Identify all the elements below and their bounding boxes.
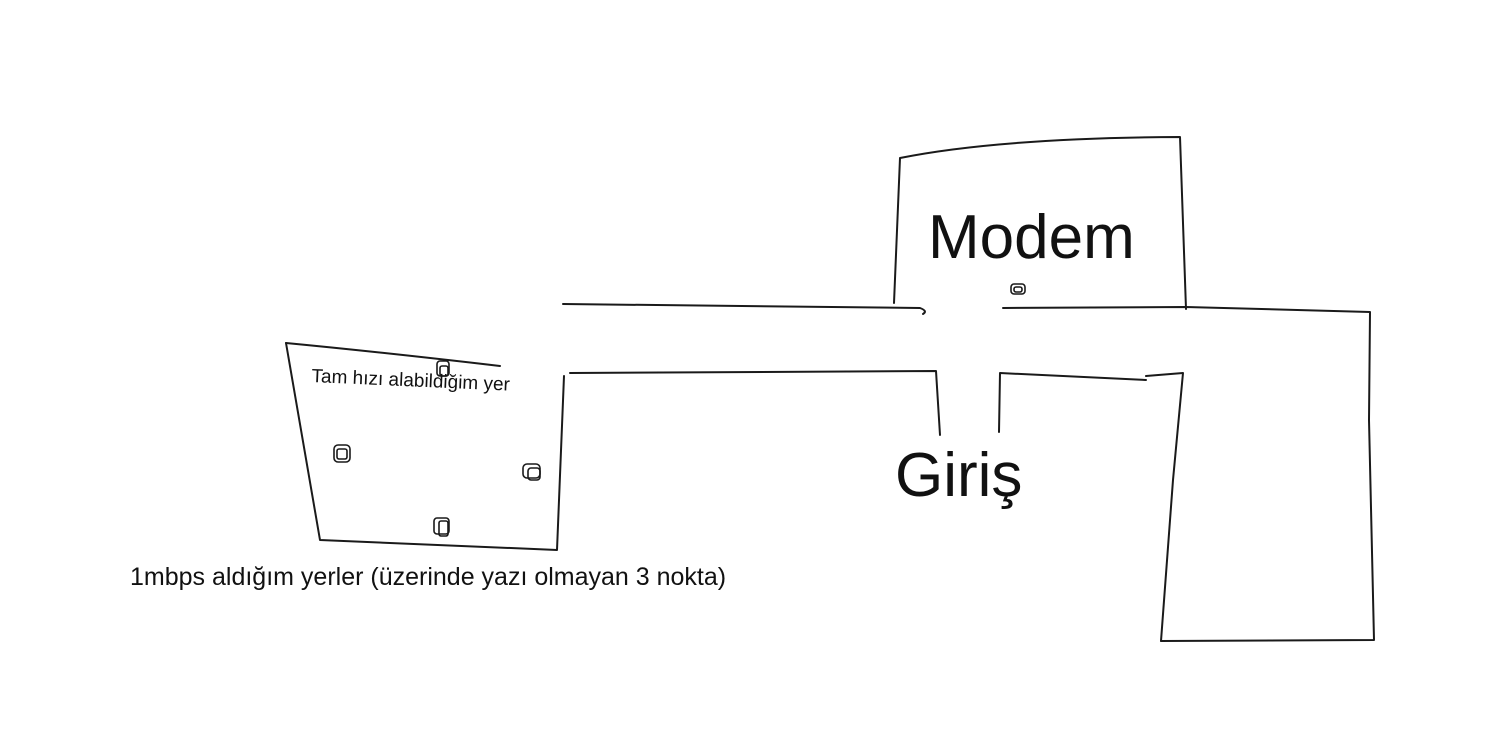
modem-label: Modem xyxy=(928,203,1135,272)
corridor-top-wall-right xyxy=(1002,306,1375,642)
slow-spot-left-icon xyxy=(333,444,351,463)
corridor-bottom-wall xyxy=(569,370,941,436)
corridor-top-wall-left xyxy=(562,303,926,315)
left-room-top-wall xyxy=(285,342,501,367)
modem-device-icon xyxy=(1010,283,1026,295)
entrance-right-wall xyxy=(998,372,1147,433)
entrance-label: Giriş xyxy=(895,441,1023,510)
slow-spot-right-icon xyxy=(522,463,541,481)
right-wing-wall xyxy=(1145,372,1184,642)
modem-room-wall xyxy=(893,136,1187,310)
slow-speed-label: 1mbps aldığım yerler (üzerinde yazı olma… xyxy=(130,563,727,591)
left-room-wall xyxy=(285,342,565,551)
full-speed-spot-icon xyxy=(436,360,450,377)
slow-spot-bottom-icon xyxy=(433,517,450,537)
